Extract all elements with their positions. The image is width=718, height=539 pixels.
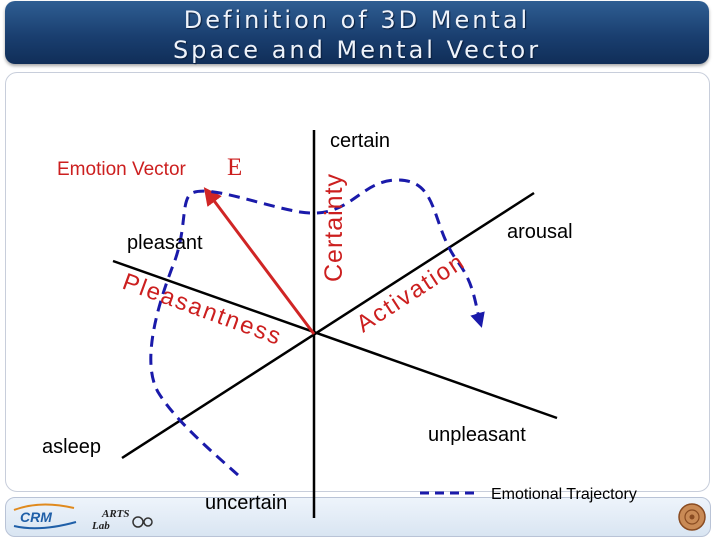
title-line-1: Definition of 3D Mental — [183, 6, 531, 34]
label-certainty: Certainty — [320, 173, 348, 282]
label-arousal: arousal — [507, 221, 573, 243]
label-activation: Activation — [352, 248, 471, 338]
arts-logo-line2: Lab — [91, 520, 110, 532]
label-emotion-vector: Emotion Vector — [57, 159, 187, 180]
label-certain: certain — [330, 130, 390, 152]
title-line-2: Space and Mental Vector — [172, 36, 542, 64]
activation-axis — [121, 191, 535, 460]
label-emotion-vector-symbol: E — [227, 154, 242, 181]
crm-logo-text: CRM — [20, 509, 52, 525]
arts-logo-line1: ARTS — [101, 508, 130, 520]
footer-bar — [5, 497, 711, 537]
label-pleasant: pleasant — [127, 232, 203, 254]
legend-trajectory-label: Emotional Trajectory — [491, 486, 637, 503]
emotional-trajectory — [149, 178, 485, 477]
label-asleep: asleep — [42, 436, 101, 458]
university-seal-icon — [678, 503, 706, 531]
label-uncertain: uncertain — [205, 492, 287, 514]
crm-logo: CRM — [13, 503, 77, 530]
label-unpleasant: unpleasant — [428, 424, 526, 446]
label-pleasantness: Pleasantness — [119, 268, 286, 351]
title-bar: Definition of 3D Mental Space and Mental… — [5, 1, 709, 64]
slide-title: Definition of 3D Mental Space and Mental… — [5, 5, 709, 65]
pleasantness-axis — [112, 259, 558, 420]
arts-lab-logo: ARTS Lab — [91, 508, 153, 532]
content-panel — [5, 72, 710, 492]
emotion-vector-arrow — [203, 187, 316, 335]
